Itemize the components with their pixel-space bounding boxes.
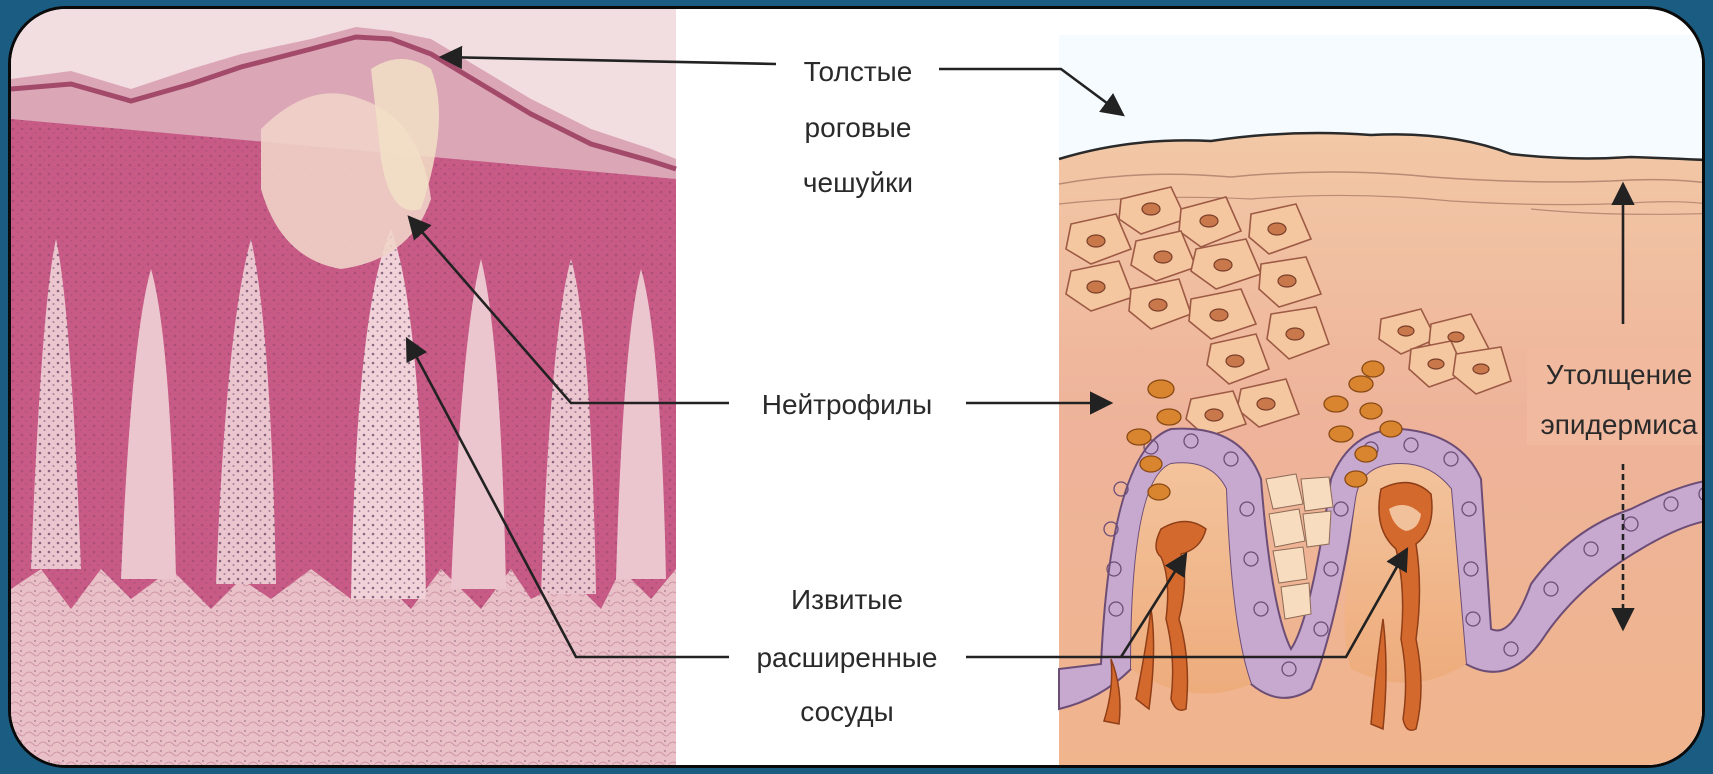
thick-scales-label: Толстые роговые чешуйки [803, 56, 913, 198]
dilated-vessels-line-1: Извитые [791, 584, 903, 615]
dilated-vessels-line-2: расширенные [756, 642, 937, 673]
epidermal-thickening-line-1: Утолщение [1546, 359, 1693, 390]
psoriasis-figure: Толстые роговые чешуйки Нейтрофилы Извит… [11, 9, 1705, 768]
thick-scales-line-3: чешуйки [803, 167, 913, 198]
figure-frame: Толстые роговые чешуйки Нейтрофилы Извит… [8, 6, 1705, 768]
histology-micrograph [11, 9, 676, 768]
dilated-vessels-label: Извитые расширенные сосуды [756, 584, 937, 727]
thick-scales-line-2: роговые [805, 112, 912, 143]
neutrophils-label: Нейтрофилы [762, 389, 933, 420]
dilated-vessels-line-3: сосуды [800, 696, 893, 727]
epidermal-thickening-line-2: эпидермиса [1540, 409, 1697, 440]
thick-scales-line-1: Толстые [804, 56, 913, 87]
